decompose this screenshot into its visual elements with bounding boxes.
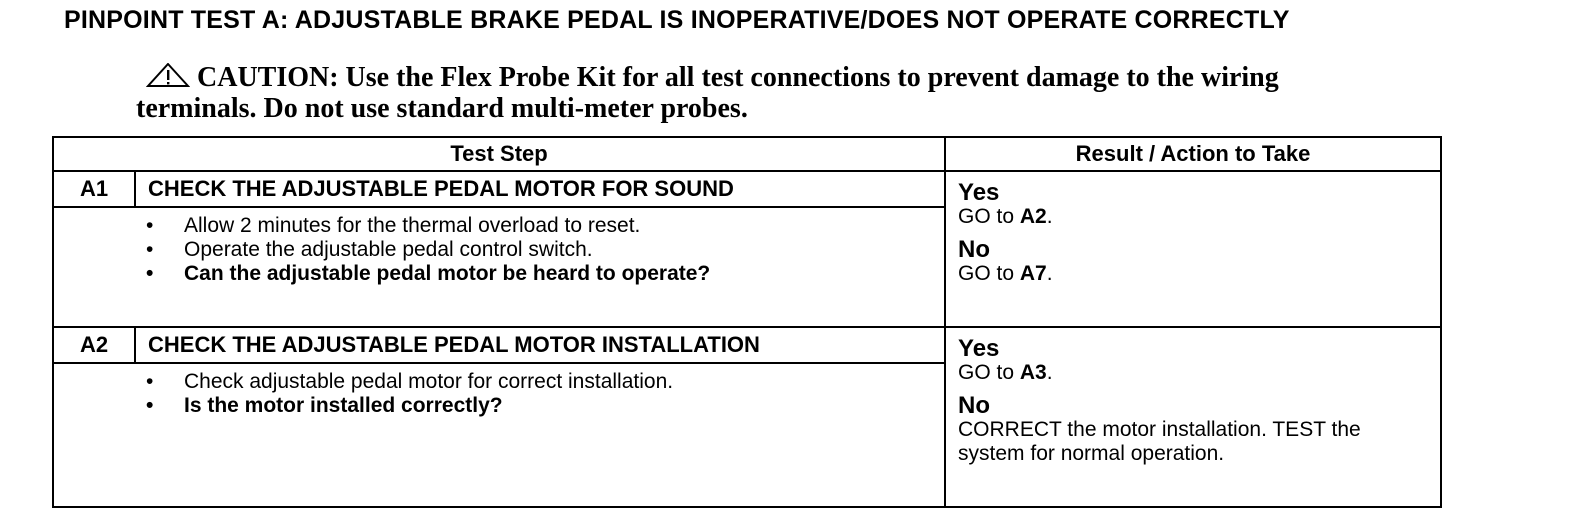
result-cell: Yes GO to A2. No GO to A7.	[944, 170, 1443, 328]
yes-step-ref: A3	[1019, 361, 1047, 384]
list-item: Allow 2 minutes for the thermal overload…	[146, 214, 944, 238]
yes-label: Yes	[958, 335, 1000, 362]
no-label: No	[958, 236, 991, 263]
yes-action: GO to A3.	[958, 361, 1053, 384]
list-item-question: Can the adjustable pedal motor be heard …	[146, 262, 944, 286]
header-test-step: Test Step	[51, 136, 947, 172]
step-id: A2	[52, 326, 136, 364]
no-label: No	[958, 392, 991, 419]
step-id: A1	[52, 170, 136, 208]
step-heading: CHECK THE ADJUSTABLE PEDAL MOTOR INSTALL…	[133, 326, 947, 364]
list-item-question: Is the motor installed correctly?	[146, 394, 944, 418]
list-item: Check adjustable pedal motor for correct…	[146, 370, 944, 394]
no-action: GO to A7.	[958, 262, 1053, 285]
result-cell: Yes GO to A3. No CORRECT the motor insta…	[944, 326, 1443, 508]
step-instructions: Check adjustable pedal motor for correct…	[51, 362, 947, 508]
step-body-row: Allow 2 minutes for the thermal overload…	[51, 206, 1441, 328]
table-header-row: Test Step Result / Action to Take	[51, 136, 1443, 172]
warning-triangle-icon	[146, 63, 190, 87]
caution-text: CAUTION: Use the Flex Probe Kit for all …	[136, 62, 1279, 124]
step-heading-row: A2 CHECK THE ADJUSTABLE PEDAL MOTOR INST…	[52, 326, 1443, 508]
no-action: CORRECT the motor installation. TEST the…	[958, 418, 1361, 465]
step-body-row: Check adjustable pedal motor for correct…	[51, 362, 1441, 508]
step-instructions: Allow 2 minutes for the thermal overload…	[51, 206, 947, 328]
step-heading: CHECK THE ADJUSTABLE PEDAL MOTOR FOR SOU…	[133, 170, 947, 208]
yes-label: Yes	[958, 179, 1000, 206]
step-heading-row: A1 CHECK THE ADJUSTABLE PEDAL MOTOR FOR …	[52, 170, 1443, 328]
pinpoint-test-table: Test Step Result / Action to Take A1 CHE…	[51, 136, 1443, 508]
yes-action: GO to A2.	[958, 205, 1053, 228]
no-step-ref: A7	[1019, 262, 1047, 285]
list-item: Operate the adjustable pedal control swi…	[146, 238, 944, 262]
header-result-action: Result / Action to Take	[944, 136, 1443, 172]
yes-step-ref: A2	[1019, 205, 1047, 228]
page-title: PINPOINT TEST A: ADJUSTABLE BRAKE PEDAL …	[64, 6, 1290, 34]
caution-note: CAUTION: Use the Flex Probe Kit for all …	[136, 62, 1396, 124]
